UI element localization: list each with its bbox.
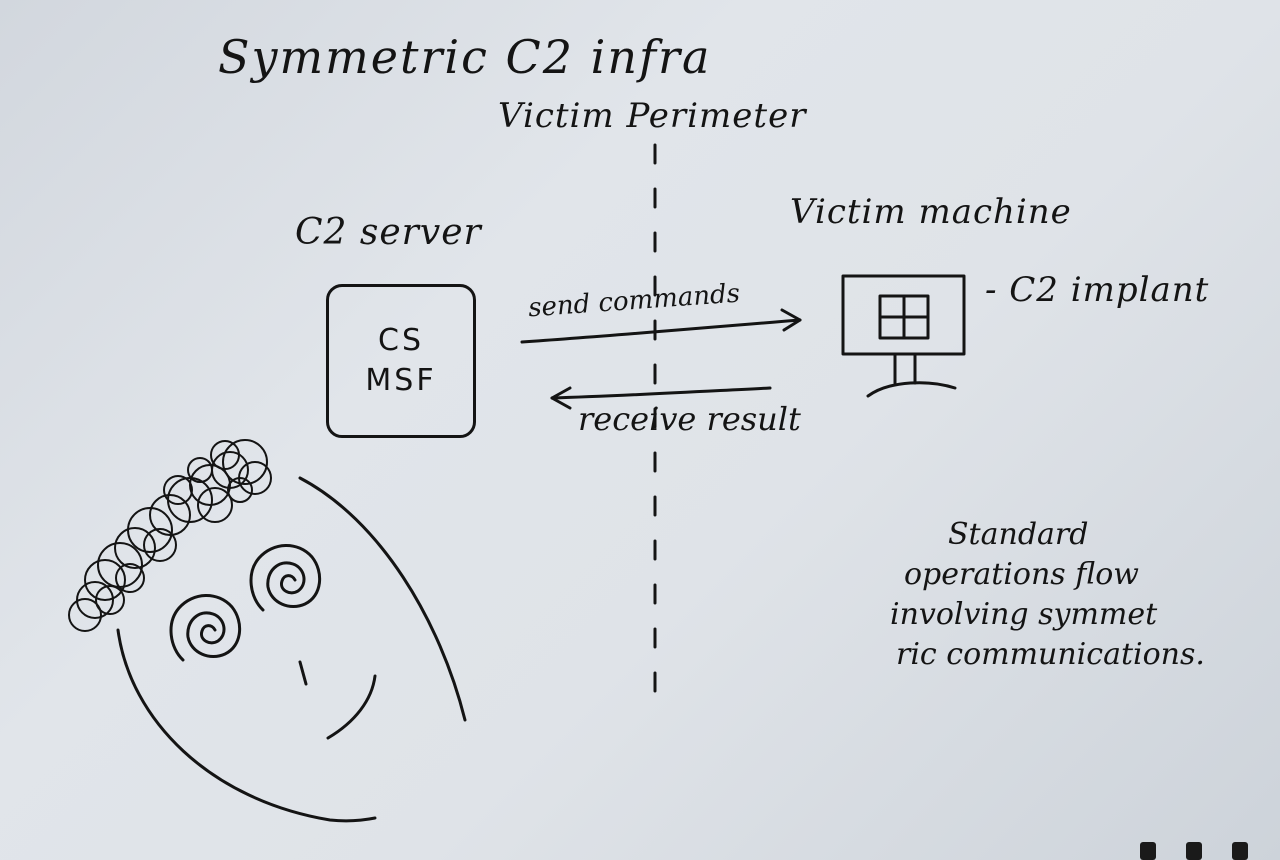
flow-note: Standard operations flow involving symme… (890, 515, 1270, 675)
c2-server-box: CS MSF (326, 284, 476, 438)
diagram-title: Symmetric C2 infra (218, 30, 712, 84)
c2-implant-label: - C2 implant (985, 270, 1210, 310)
server-line-msf: MSF (365, 363, 437, 398)
ring-binding (1232, 842, 1248, 860)
send-arrow (520, 308, 802, 344)
note-line: involving symmet (890, 597, 1158, 632)
note-line: ric communications. (896, 637, 1205, 672)
doodle-hair-scribble (68, 439, 272, 632)
note-line: Standard (948, 517, 1089, 552)
server-line-cs: CS (378, 323, 424, 358)
ring-binding (1186, 842, 1202, 860)
perimeter-label: Victim Perimeter (498, 96, 807, 136)
doodle-face-icon (116, 476, 467, 823)
monitor-icon (841, 274, 966, 398)
victim-machine-label: Victim machine (790, 192, 1072, 232)
receive-result-label: receive result (578, 400, 801, 438)
ring-binding (1140, 842, 1156, 860)
c2-server-label: C2 server (295, 212, 482, 253)
notebook-rings (1140, 842, 1248, 860)
receive-arrow (550, 386, 772, 410)
note-line: operations flow (904, 557, 1139, 592)
